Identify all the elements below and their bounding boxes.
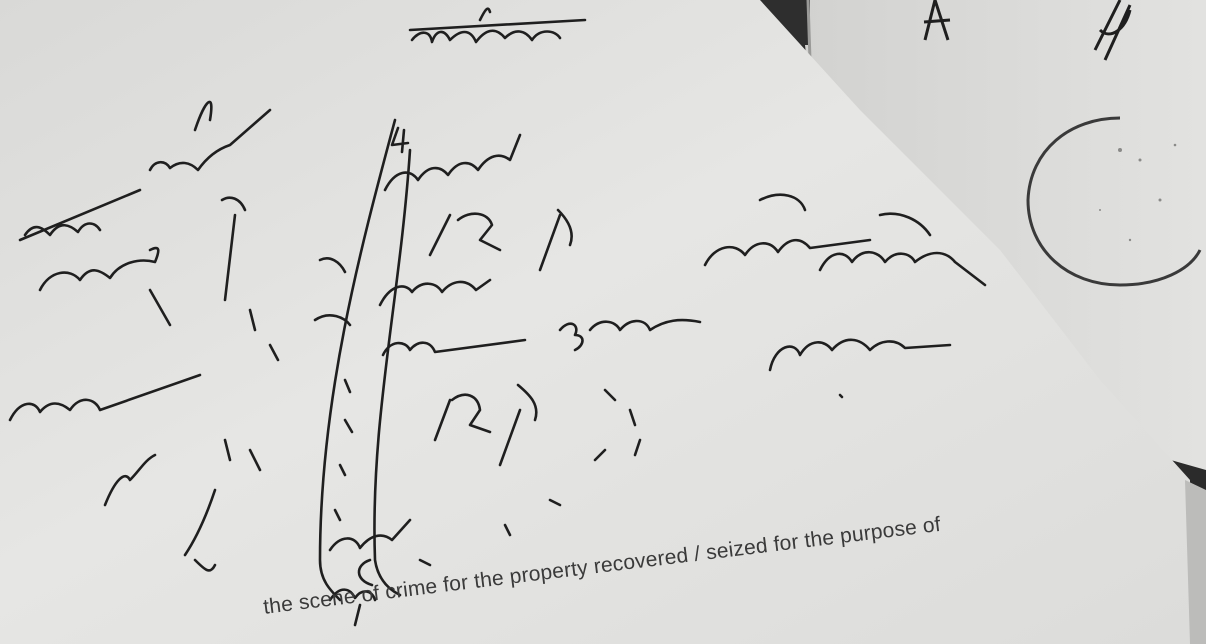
stamp-circle [1026,116,1202,287]
handwriting-ink [8,7,987,627]
handwriting-back-2 [1093,0,1132,61]
page-edge [806,0,812,61]
stamp-speckle [1099,143,1177,242]
handwriting-back-1 [923,0,951,41]
page-curl-shadow [1185,480,1206,644]
